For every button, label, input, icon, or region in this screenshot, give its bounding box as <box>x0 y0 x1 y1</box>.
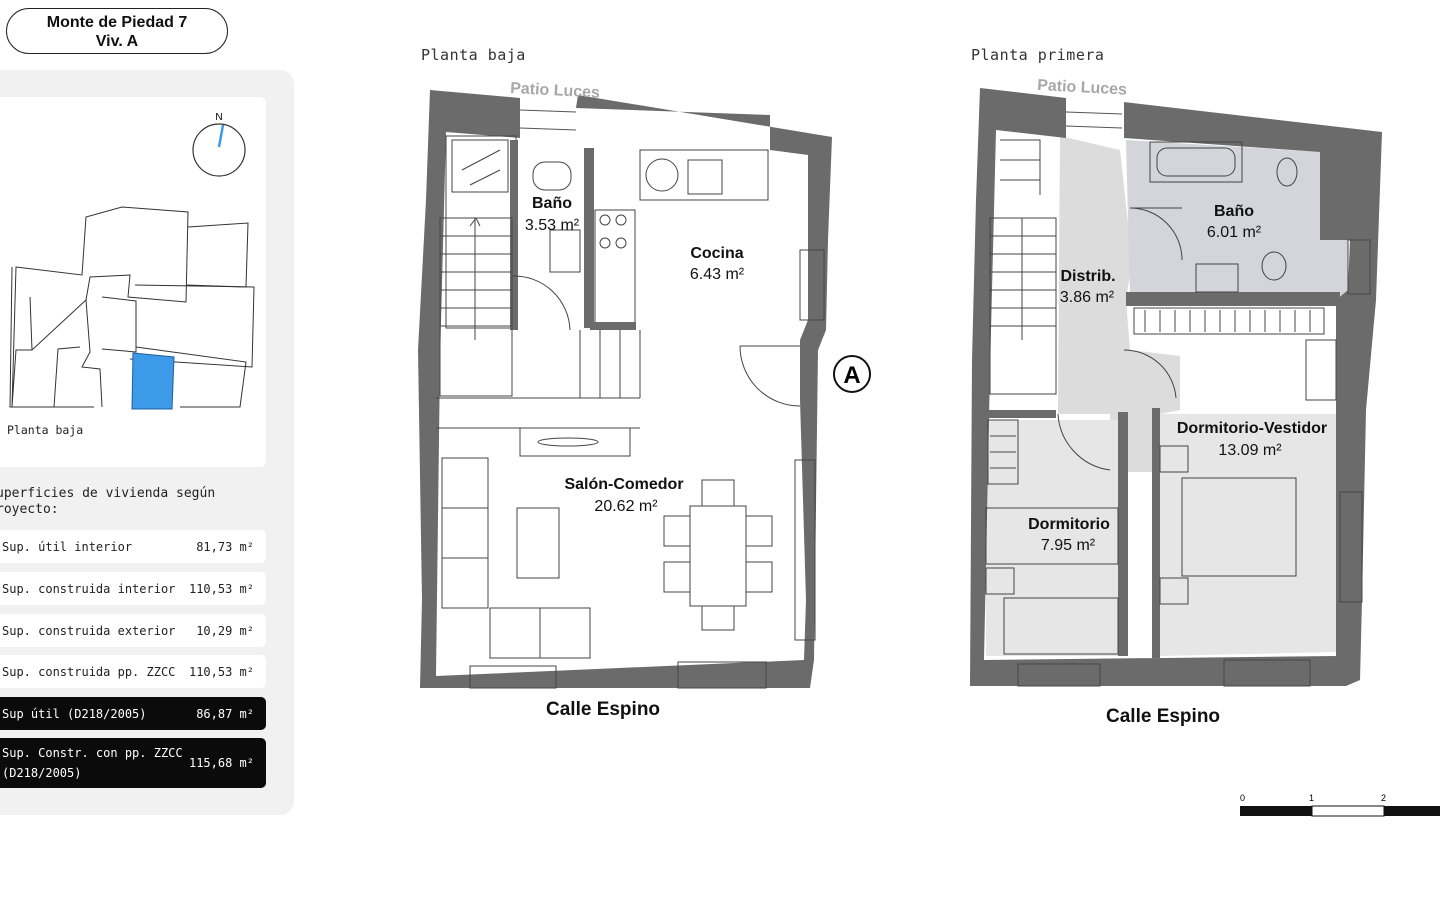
area-label: Sup. construida pp. ZZCC <box>2 664 176 679</box>
room-name: Baño <box>532 195 572 212</box>
area-value: 81,73 m² <box>196 539 254 554</box>
scale-tick: 0 <box>1240 793 1245 803</box>
location-map: N <box>9 112 255 410</box>
area-label: Sup. construida interior <box>2 581 176 596</box>
unit-title-pill: Monte de Piedad 7 Viv. A <box>6 8 228 54</box>
area-label: Sup. construida exterior <box>2 623 176 638</box>
scale-tick: 1 <box>1309 793 1314 803</box>
area-row: Sup. construida pp. ZZCC 110,53 m² <box>0 655 266 688</box>
wall <box>418 90 832 688</box>
patio-label: Patio Luces <box>1037 77 1128 99</box>
room-area: 13.09 m² <box>1218 442 1282 459</box>
first-floor-plan: Patio Luces Baño 6.01 m² Distrib. 3.86 m… <box>970 77 1382 687</box>
first-floor-title: Planta primera <box>971 46 1105 64</box>
entrance-marker <box>833 355 871 393</box>
ground-floor-title: Planta baja <box>421 46 526 64</box>
area-row-highlight: Sup útil (D218/2005) 86,87 m² <box>0 697 266 730</box>
room-name: Dormitorio <box>1028 516 1110 533</box>
patio-label: Patio Luces <box>510 80 601 102</box>
compass-icon: N <box>192 112 246 177</box>
area-row: Sup. construida exterior 10,29 m² <box>0 614 266 647</box>
area-label: Sup útil (D218/2005) <box>2 706 147 721</box>
location-map-card: N Planta baja <box>0 97 266 467</box>
area-value: 10,29 m² <box>196 623 254 638</box>
unit-highlight <box>131 352 175 410</box>
scale-bar: 0 1 2 <box>1240 793 1440 817</box>
area-row: Sup. construida interior 110,53 m² <box>0 572 266 605</box>
room-name: Dormitorio-Vestidor <box>1177 420 1327 437</box>
area-value: 115,68 m² <box>188 756 254 770</box>
room-name: Cocina <box>690 245 743 262</box>
room-area: 3.53 m² <box>525 217 580 234</box>
building-name: Monte de Piedad 7 <box>46 14 188 31</box>
area-value: 110,53 m² <box>188 664 254 679</box>
room-name: Baño <box>1214 203 1254 220</box>
street-label: Calle Espino <box>1106 706 1221 727</box>
room-area: 7.95 m² <box>1041 537 1096 554</box>
north-label: N <box>215 112 222 123</box>
room-area: 20.62 m² <box>594 498 658 515</box>
surfaces-title: uperficies de vivienda según royecto: <box>0 486 216 517</box>
street-label: Calle Espino <box>546 699 661 720</box>
area-row-highlight: Sup. Constr. con pp. ZZCC (D218/2005) 11… <box>0 738 266 788</box>
room-area: 6.01 m² <box>1207 224 1262 241</box>
area-value: 86,87 m² <box>196 706 254 721</box>
area-label: Sup. Constr. con pp. ZZCC (D218/2005) <box>2 746 183 780</box>
room-area: 3.86 m² <box>1060 289 1115 306</box>
area-row: Sup. útil interior 81,73 m² <box>0 530 266 563</box>
room-area: 6.43 m² <box>690 266 745 283</box>
room-name: Salón-Comedor <box>564 476 683 493</box>
area-label: Sup. útil interior <box>2 539 133 554</box>
wall <box>970 88 1382 686</box>
room-name: Distrib. <box>1060 268 1115 285</box>
area-value: 110,53 m² <box>188 581 254 596</box>
ground-floor-plan: A Patio Luces Baño 3.53 m² Cocina 6.43 m… <box>418 80 871 689</box>
scale-tick: 2 <box>1381 793 1386 803</box>
unit-name: Viv. A <box>95 33 139 50</box>
map-caption: Planta baja <box>7 423 84 437</box>
entrance-marker-label: A <box>843 362 860 389</box>
